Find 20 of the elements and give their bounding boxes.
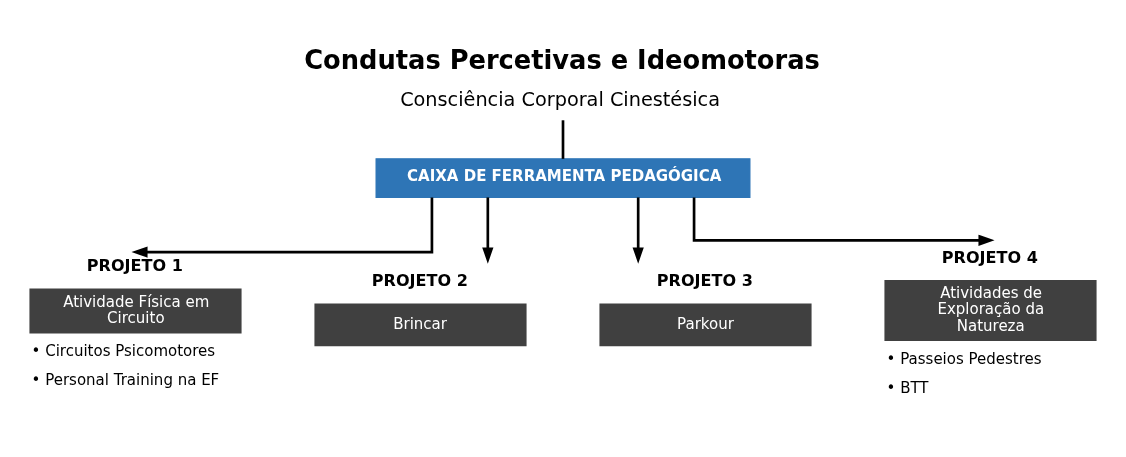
node-box: Brincar bbox=[314, 303, 527, 347]
node-label: • BTT bbox=[886, 378, 929, 397]
arrow bbox=[131, 197, 434, 258]
arrow bbox=[482, 197, 494, 264]
node-label: • Personal Training na EF bbox=[31, 371, 220, 390]
node-box: Parkour bbox=[599, 303, 812, 347]
connector bbox=[561, 120, 565, 159]
node-label: PROJETO 4 bbox=[941, 247, 1038, 267]
node-label: • Passeios Pedestres bbox=[886, 349, 1042, 368]
node-label: PROJETO 3 bbox=[656, 271, 753, 291]
node-box: Atividades de Exploração da Natureza bbox=[884, 279, 1097, 341]
node-text: Consciência Corporal Cinestésica bbox=[400, 87, 720, 111]
node-box: Atividade Física em Circuito bbox=[29, 288, 242, 334]
arrow bbox=[692, 197, 995, 246]
node-label: • Circuitos Psicomotores bbox=[31, 342, 216, 361]
diagram-title: Condutas Percetivas e Ideomotoras bbox=[304, 45, 820, 76]
node-label: PROJETO 1 bbox=[86, 256, 183, 276]
node-label: PROJETO 2 bbox=[371, 271, 468, 291]
node-box: CAIXA DE FERRAMENTA PEDAGÓGICA bbox=[375, 158, 751, 198]
arrow bbox=[632, 197, 644, 264]
